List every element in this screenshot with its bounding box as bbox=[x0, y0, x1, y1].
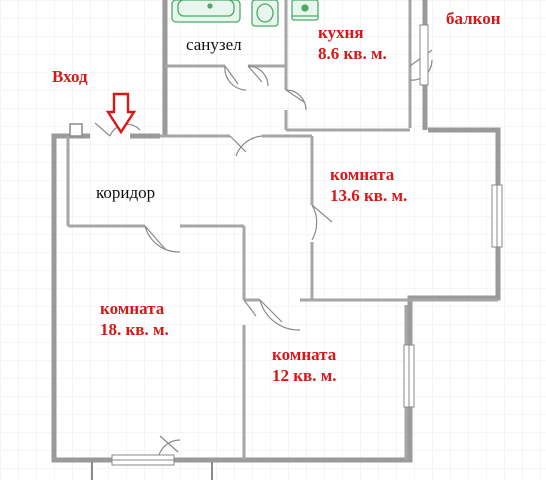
down-arrow-icon bbox=[105, 92, 137, 135]
room-18-name: комната bbox=[100, 299, 165, 318]
room-13-name: комната bbox=[330, 165, 395, 184]
room-13-area: 13.6 кв. м. bbox=[330, 186, 408, 205]
room-18-area: 18. кв. м. bbox=[100, 320, 169, 339]
room-12-name: комната bbox=[272, 345, 337, 364]
room-12-area: 12 кв. м. bbox=[272, 366, 337, 385]
corridor-label: коридор bbox=[96, 183, 156, 202]
sanitary-fixtures bbox=[171, 0, 319, 27]
room-12-label: комната 12 кв. м. bbox=[272, 344, 337, 386]
windows bbox=[111, 24, 503, 466]
room-18-label: комната 18. кв. м. bbox=[100, 298, 169, 340]
entrance-step bbox=[69, 123, 83, 137]
entrance-label: Вход bbox=[52, 67, 88, 86]
balcony-label: балкон bbox=[446, 9, 501, 28]
kitchen-label: кухня 8.6 кв. м. bbox=[318, 22, 387, 64]
bathroom-label: санузел bbox=[186, 35, 242, 54]
kitchen-area: 8.6 кв. м. bbox=[318, 44, 387, 63]
kitchen-name: кухня bbox=[318, 23, 364, 42]
interior-walls bbox=[66, 0, 498, 460]
lower-balcony-outline bbox=[91, 462, 213, 480]
room-13-label: комната 13.6 кв. м. bbox=[330, 164, 407, 206]
